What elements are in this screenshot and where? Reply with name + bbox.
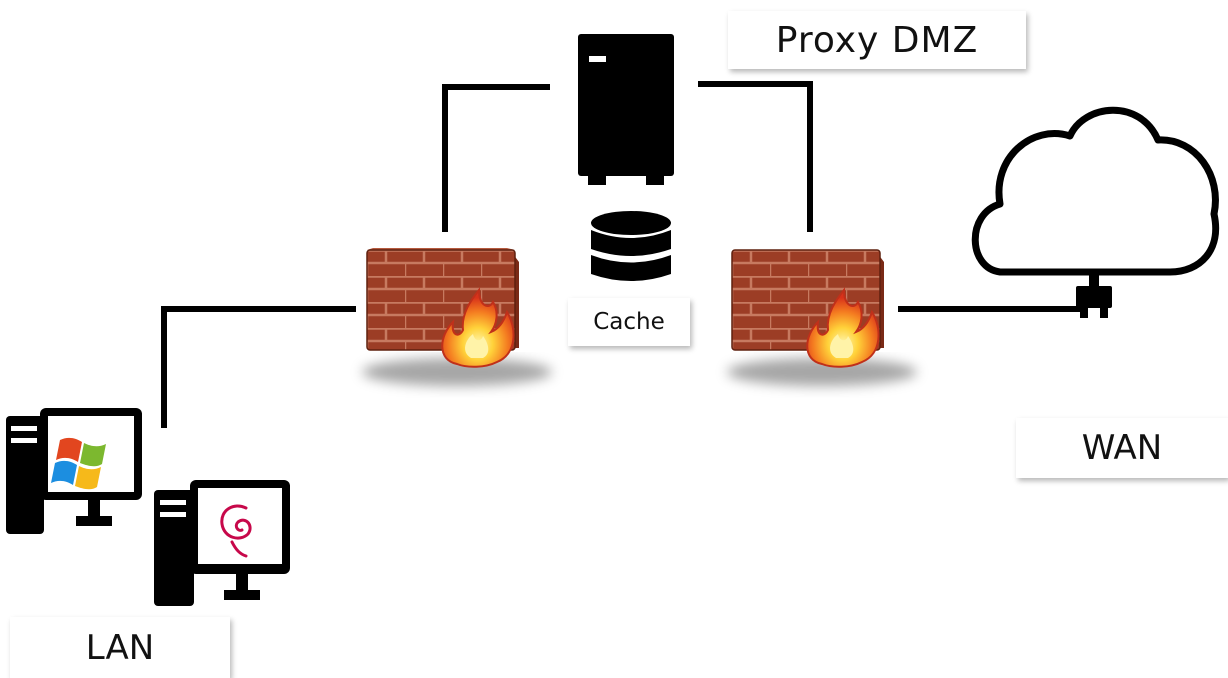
wan-label: WAN <box>1016 418 1228 478</box>
flame <box>806 287 880 368</box>
debian-logo <box>220 504 252 558</box>
windows-logo <box>51 437 106 490</box>
windows-desktop-icon <box>6 408 142 534</box>
firewall-icon <box>362 248 552 386</box>
link-proxy-to-firewall <box>698 81 813 232</box>
cache-label: Cache <box>568 298 690 346</box>
link-firewall-to-proxy <box>442 84 550 232</box>
debian-desktop-icon <box>154 480 290 606</box>
lan-label: LAN <box>10 617 230 678</box>
cloud-icon <box>971 106 1220 318</box>
proxy-dmz-label: Proxy DMZ <box>728 11 1026 69</box>
database-icon <box>591 211 671 281</box>
connection-lines <box>161 81 1082 428</box>
firewall-icon <box>727 249 917 386</box>
link-lan-to-firewall <box>161 306 356 428</box>
flame <box>441 287 515 368</box>
server-tower-icon <box>578 34 674 185</box>
